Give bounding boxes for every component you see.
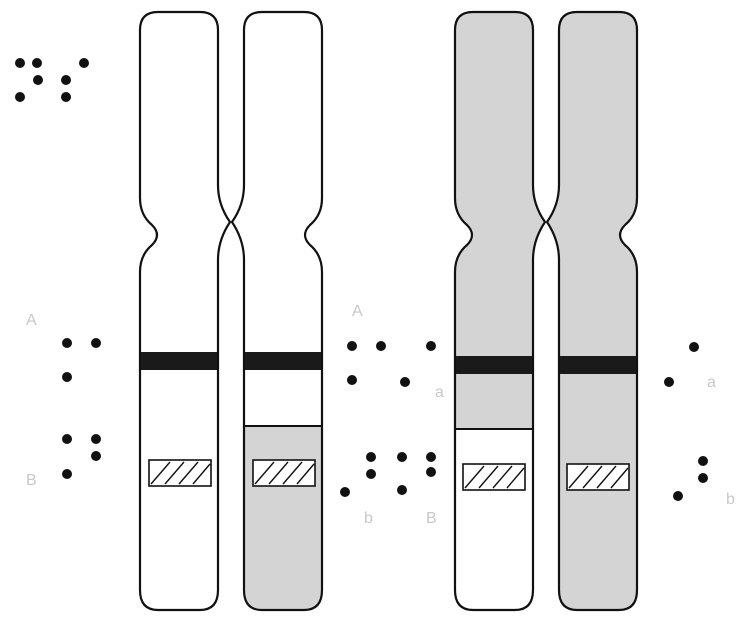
label-right-a: a [707, 374, 716, 391]
mid-A-dots [347, 341, 436, 387]
corner-dot-cluster [15, 58, 89, 102]
left-chromatid-1-hatched-band [148, 459, 212, 487]
right-b-dots [673, 456, 708, 501]
left-chromatid-1-outline [138, 10, 232, 612]
left-chromatid-2 [230, 10, 324, 612]
label-mid-b: b [364, 510, 373, 527]
right-chromatid-1-outline [453, 10, 547, 612]
right-a-dots [664, 342, 699, 387]
right-chromatid-1-hatched-band [462, 463, 526, 491]
label-mid-B: B [426, 510, 437, 527]
left-chromatid-2-dark-band [245, 352, 321, 370]
mid-B-dots [340, 452, 436, 497]
right-chromatid-2 [545, 10, 639, 612]
left-B-dots [62, 434, 101, 479]
label-mid-A: A [352, 303, 363, 320]
right-chromatid-1-dark-band [456, 356, 532, 374]
label-left-B: B [26, 472, 37, 489]
left-chromatid-2-gray-segment [232, 426, 322, 610]
label-left-A: A [26, 312, 37, 329]
left-A-dots [62, 338, 101, 382]
right-chromosome [453, 10, 639, 612]
left-chromatid-2-hatched-band [252, 459, 316, 487]
label-right-b: b [726, 491, 735, 508]
right-chromatid-1 [453, 10, 547, 612]
right-chromatid-1-white-segment [455, 429, 545, 610]
left-chromatid-2-outline [230, 10, 324, 612]
right-chromatid-2-hatched-band [566, 463, 630, 491]
left-chromosome [138, 10, 324, 612]
label-mid-a: a [435, 384, 444, 401]
right-chromatid-2-dark-band [560, 356, 636, 374]
right-chromatid-2-outline [545, 10, 639, 612]
left-chromatid-1-dark-band [141, 352, 217, 370]
left-chromatid-1 [138, 10, 232, 612]
